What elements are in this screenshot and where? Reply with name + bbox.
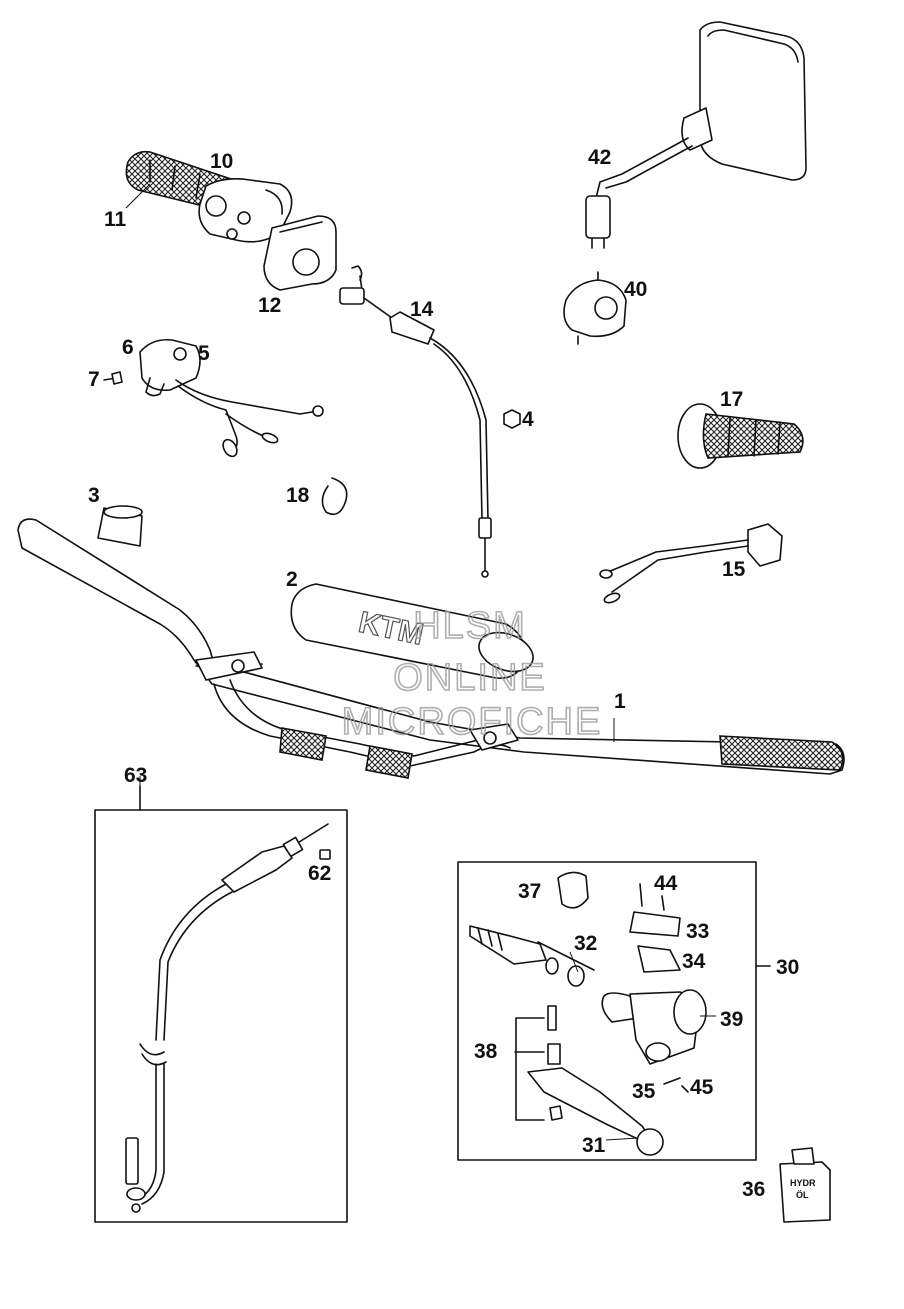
callout-1: 1 bbox=[614, 690, 626, 713]
callout-33: 33 bbox=[686, 920, 709, 943]
brake-master-cylinder-box bbox=[457, 861, 771, 1161]
callout-3: 3 bbox=[88, 484, 100, 507]
throttle-cable bbox=[339, 265, 492, 578]
callout-38: 38 bbox=[474, 1040, 498, 1063]
kill-switch bbox=[103, 338, 324, 458]
left-grip bbox=[677, 403, 804, 469]
callout-30: 30 bbox=[776, 956, 799, 979]
callout-31: 31 bbox=[582, 1134, 606, 1157]
callout-42: 42 bbox=[588, 146, 611, 169]
callout-15: 15 bbox=[722, 558, 746, 581]
callout-14: 14 bbox=[410, 298, 434, 321]
bottle-label-line1: HYDR bbox=[790, 1178, 816, 1188]
handlebar-pad: KTM bbox=[290, 583, 534, 679]
callout-32: 32 bbox=[574, 932, 597, 955]
callout-40: 40 bbox=[624, 278, 647, 301]
callout-6: 6 bbox=[122, 336, 134, 359]
throttle-grip-assembly bbox=[125, 150, 293, 243]
mirror-clamp bbox=[563, 271, 627, 345]
throttle-housing-cover bbox=[263, 215, 337, 291]
callout-17: 17 bbox=[720, 388, 743, 411]
leader-lines bbox=[125, 183, 716, 1141]
callout-44: 44 bbox=[654, 872, 678, 895]
callout-2: 2 bbox=[286, 568, 298, 591]
callout-18: 18 bbox=[286, 484, 310, 507]
handlebar bbox=[17, 518, 845, 779]
cable-nut bbox=[503, 409, 521, 429]
watermark-line2: ONLINE bbox=[393, 657, 546, 699]
watermark-line1: HLSM bbox=[413, 605, 527, 647]
callout-45: 45 bbox=[690, 1076, 714, 1099]
callout-10: 10 bbox=[210, 150, 233, 173]
callout-7: 7 bbox=[88, 368, 100, 391]
callout-34: 34 bbox=[682, 950, 706, 973]
callout-4: 4 bbox=[522, 408, 534, 431]
watermark-line3: MICROFICHE bbox=[342, 701, 603, 743]
bar-sleeve bbox=[97, 505, 143, 547]
cable-tie bbox=[321, 477, 348, 516]
callout-37: 37 bbox=[518, 880, 541, 903]
callout-12: 12 bbox=[258, 294, 281, 317]
callout-36: 36 bbox=[742, 1178, 765, 1201]
clutch-cable-box bbox=[94, 785, 348, 1223]
bottle-label-line2: ÖL bbox=[796, 1190, 809, 1200]
callout-5: 5 bbox=[198, 342, 210, 365]
mirror bbox=[585, 21, 807, 249]
callout-11: 11 bbox=[104, 208, 127, 231]
light-switch bbox=[599, 523, 783, 604]
callout-labels: 10 11 12 14 42 40 6 5 7 4 17 3 18 2 15 1… bbox=[88, 146, 799, 1201]
callout-39: 39 bbox=[720, 1008, 743, 1031]
callout-62: 62 bbox=[308, 862, 331, 885]
hydraulic-oil-bottle: HYDR ÖL bbox=[779, 1147, 831, 1223]
callout-35: 35 bbox=[632, 1080, 656, 1103]
callout-63: 63 bbox=[124, 764, 147, 787]
watermark: HLSM ONLINE MICROFICHE bbox=[341, 604, 603, 744]
